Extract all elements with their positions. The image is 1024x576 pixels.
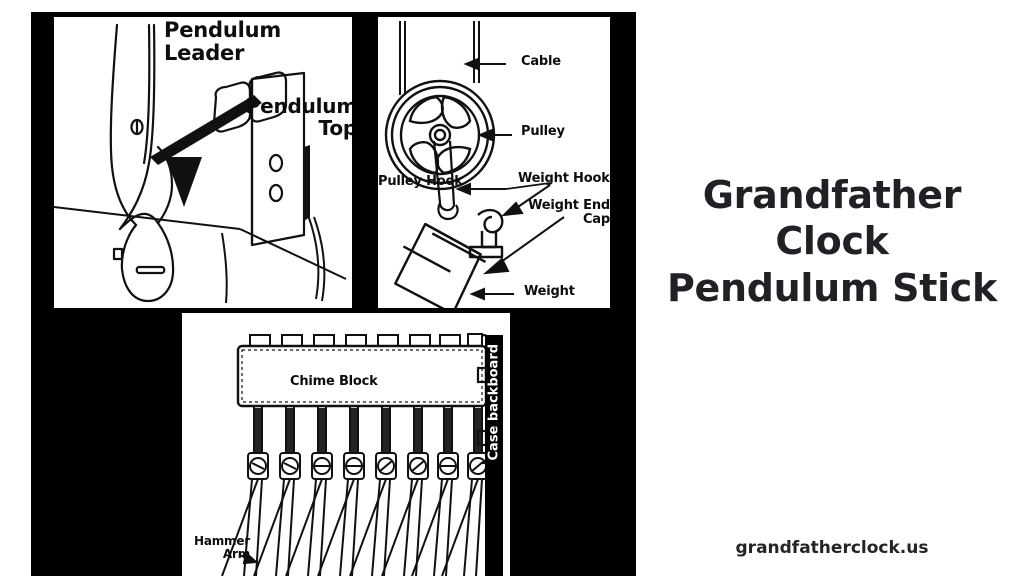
- label-pendulum-top: Pendulum Top: [245, 94, 352, 140]
- label-chime-block: Chime Block: [290, 374, 378, 389]
- label-pulley-hook: Pulley Hook: [378, 174, 463, 189]
- page-title-line-2: Clock: [775, 219, 889, 264]
- label-pendulum-leader: Pendulum Leader: [164, 18, 281, 65]
- illustration-collage: Pendulum Leader Pendulum Top: [31, 12, 636, 576]
- diagram-panel-pendulum: Pendulum Leader Pendulum Top: [54, 17, 352, 308]
- label-cable: Cable: [521, 54, 561, 69]
- page-title-line-1: Grandfather: [702, 173, 962, 217]
- label-hammer-arm: Hammer Arm: [193, 534, 250, 561]
- page-title-line-3: Pendulum Stick: [667, 265, 997, 310]
- diagram-panel-pulley: Cable Pulley Pulley Hook Weight Hook Wei…: [378, 17, 610, 308]
- label-weight: Weight: [524, 284, 575, 299]
- pulley-diagram-drawing: [384, 21, 565, 308]
- label-pulley: Pulley: [521, 124, 565, 139]
- case-backboard-strip: [485, 335, 503, 576]
- diagram-panel-chime: Case backboard Chime Block Hammer Arm: [182, 313, 510, 576]
- site-url: grandfatherclock.us: [735, 538, 929, 558]
- label-case-backboard: Case backboard: [487, 344, 502, 461]
- label-weight-end-cap: Weight End Cap: [528, 198, 610, 228]
- label-weight-hook: Weight Hook: [518, 171, 610, 186]
- page-title: Grandfather Clock Pendulum Stick: [640, 172, 1024, 311]
- pendulum-diagram-drawing: [54, 23, 347, 304]
